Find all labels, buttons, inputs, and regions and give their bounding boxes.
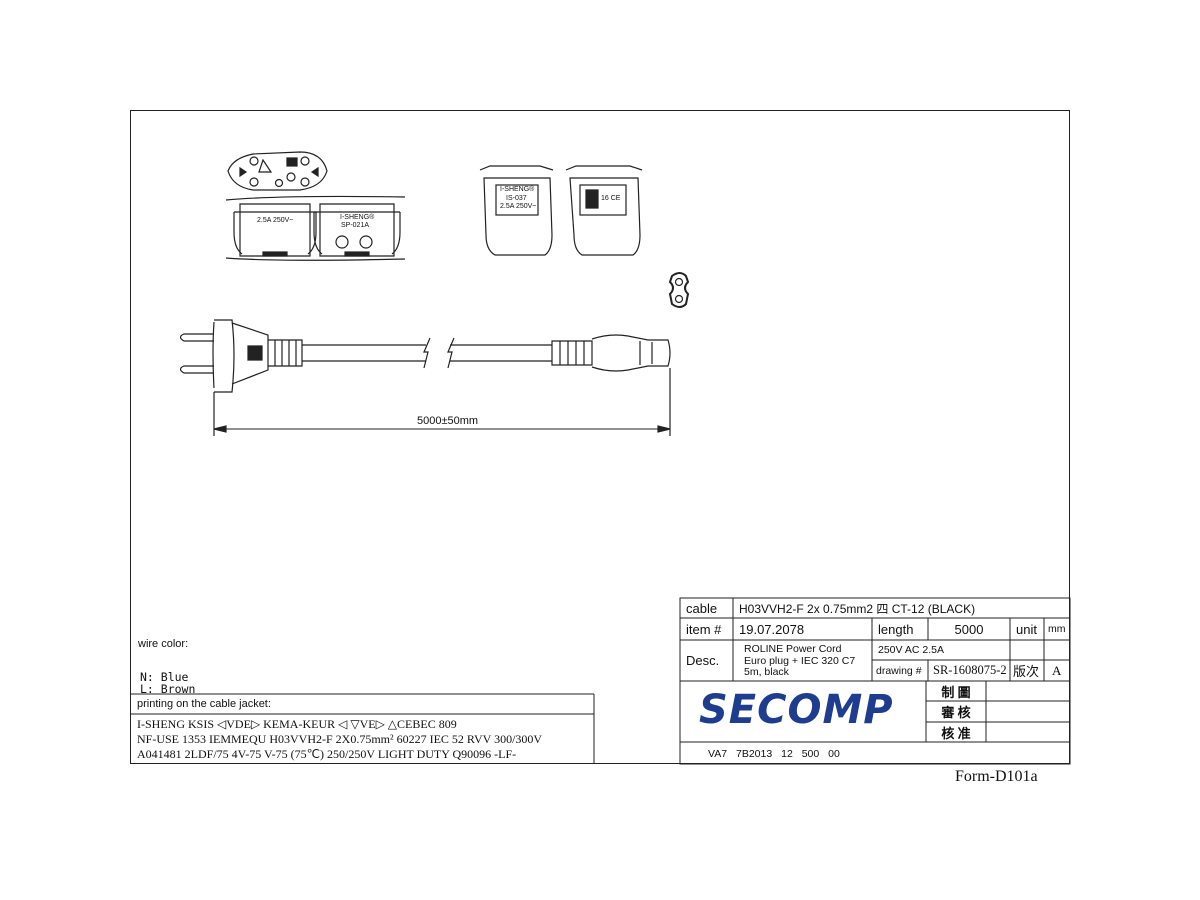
drawing-sheet <box>130 110 1070 764</box>
review-label: 審 核 <box>941 705 971 720</box>
length-label: length <box>878 621 914 637</box>
unit-value: mm <box>1048 623 1066 635</box>
connector-brand-label: I-SHENG® <box>500 186 535 193</box>
desc-line-3: 5m, black <box>744 666 789 678</box>
desc-line-1: ROLINE Power Cord <box>744 643 842 655</box>
plug-side-view-icon <box>225 195 406 261</box>
cable-value: H03VVH2-F 2x 0.75mm2 四 CT-12 (BLACK) <box>739 601 976 616</box>
connector-mark-label: 16 CE <box>601 195 621 202</box>
plug-model-label: SP-021A <box>341 222 370 229</box>
form-id: Form-D101a <box>955 768 1038 785</box>
connector-model-label: IS-037 <box>506 195 527 202</box>
jacket-print-line-3: A041481 2LDF/75 4V-75 V-75 (75℃) 250/250… <box>137 747 517 761</box>
desc-line-2: Euro plug + IEC 320 C7 <box>744 655 856 667</box>
jacket-print-title: printing on the cable jacket: <box>137 698 271 710</box>
version-label: 版次 <box>1013 664 1040 679</box>
unit-label: unit <box>1016 621 1037 637</box>
length-value: 5000 <box>954 621 984 637</box>
drawing-number: SR-1608075-2 <box>933 663 1007 677</box>
jacket-print-frame <box>130 693 595 764</box>
drawing-label: drawing # <box>876 664 922 677</box>
wire-color-title: wire color: <box>138 638 189 650</box>
cable-label: cable <box>686 600 718 616</box>
title-block-grid <box>679 597 1071 765</box>
made-by-label: 制 圖 <box>941 684 971 700</box>
item-label: item # <box>686 621 722 637</box>
wire-color-neutral: N: Blue <box>140 670 189 684</box>
company-logo: SECOMP <box>699 687 894 733</box>
jacket-print-line-1: I-SHENG KSIS ◁VDE▷ KEMA-KEUR ◁ ▽VE▷ △CEB… <box>137 717 457 731</box>
rating-value: 250V AC 2.5A <box>878 644 944 656</box>
cable-assembly-icon <box>179 319 671 436</box>
socket-face-icon <box>668 272 690 308</box>
approve-label: 核 准 <box>941 725 971 741</box>
version-value: A <box>1052 662 1062 678</box>
jacket-print-line-2: NF-USE 1353 IEMMEQU H03VVH2-F 2X0.75mm² … <box>137 732 543 746</box>
connector-top-view-icon <box>479 165 643 256</box>
connector-rating-label: 2.5A 250V~ <box>500 203 537 210</box>
item-value: 19.07.2078 <box>739 621 805 637</box>
length-dimension-label: 5000±50mm <box>417 415 479 427</box>
footer-code: VA7 7B2013 12 500 00 <box>708 748 840 760</box>
plug-face-icon <box>227 151 328 191</box>
plug-brand-label: I-SHENG® <box>340 214 375 221</box>
plug-rating-label: 2.5A 250V~ <box>257 217 294 224</box>
desc-label: Desc. <box>686 653 720 668</box>
wire-color-live: L: Brown <box>140 682 196 696</box>
